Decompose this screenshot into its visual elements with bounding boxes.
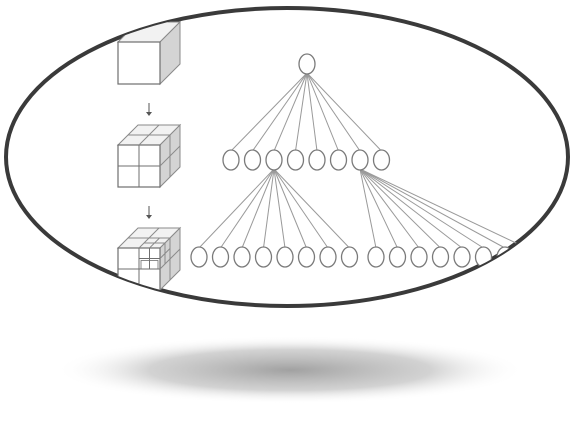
tree-level2-node <box>453 246 471 268</box>
tree-level2-node <box>254 246 273 268</box>
tree-edge <box>359 168 377 249</box>
cube-fine-line <box>159 248 171 259</box>
tree-root-node <box>298 53 316 75</box>
tree-edge <box>273 168 286 249</box>
tree-edge <box>359 168 527 249</box>
tree-level2-node <box>190 246 208 268</box>
tree-edge <box>306 72 318 152</box>
arrow-column <box>146 103 152 219</box>
tree-edge <box>306 72 339 152</box>
tree-edge <box>306 72 382 152</box>
cube-front-face <box>117 41 161 85</box>
cube-grid-line <box>159 145 181 167</box>
tree-edge <box>273 168 329 249</box>
tree-level1-node <box>308 149 326 171</box>
tree-edge <box>295 72 308 152</box>
tree-level1-node <box>222 149 240 171</box>
tree-level2-node <box>233 246 251 268</box>
tree-edge <box>273 168 307 249</box>
down-arrow-head <box>146 112 152 116</box>
cube-subdivision-column <box>116 20 182 292</box>
cube-fine-cell <box>140 260 159 270</box>
tree-level2-node <box>367 246 385 268</box>
tree-edge <box>230 72 308 152</box>
down-arrow-head <box>146 215 152 219</box>
tree-edge <box>359 168 463 249</box>
tree-edge <box>306 72 361 152</box>
tree-edge <box>241 168 275 249</box>
tree-edge <box>359 168 441 249</box>
tree-level2-node <box>431 246 450 268</box>
tree-level1-node <box>372 149 391 171</box>
tree-edge <box>263 168 275 249</box>
tree-edge <box>273 72 308 152</box>
tree-edge <box>220 168 275 249</box>
tree-level2-node <box>319 246 337 268</box>
down-arrow <box>146 103 152 116</box>
tree-level1-node <box>265 149 283 171</box>
tree-edge <box>198 168 275 249</box>
tree-level2-node <box>496 246 514 268</box>
oval-shadow <box>55 336 525 404</box>
tree-level2-node <box>340 246 359 268</box>
cube-2 <box>116 123 182 189</box>
tree-edges <box>198 72 527 249</box>
tree-level1-node <box>286 149 305 171</box>
cube-grid-line <box>159 248 181 270</box>
tree-level2-node <box>517 246 536 268</box>
tree-edge <box>273 168 350 249</box>
tree-level1-node <box>243 149 262 171</box>
tree-level2-node <box>276 246 294 268</box>
tree-level1-node <box>329 149 348 171</box>
down-arrow <box>146 206 152 219</box>
tree-edge <box>359 168 484 249</box>
tree-level2-node <box>388 246 407 268</box>
tree-edge <box>359 168 420 249</box>
tree-level1-node <box>351 149 369 171</box>
tree-level2-node <box>297 246 316 268</box>
tree-level2-node <box>211 246 230 268</box>
tree-edge <box>359 168 398 249</box>
tree-edge <box>252 72 308 152</box>
cube-1 <box>116 20 182 86</box>
tree-level2-node <box>410 246 428 268</box>
tree-edge <box>359 168 506 249</box>
